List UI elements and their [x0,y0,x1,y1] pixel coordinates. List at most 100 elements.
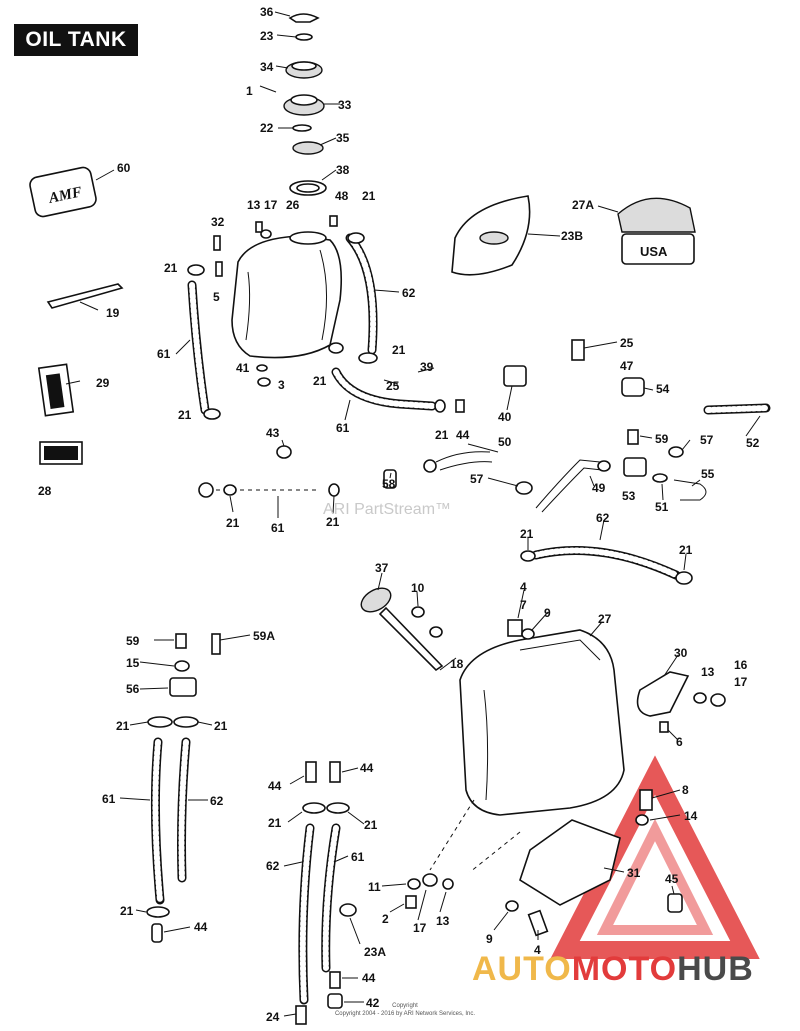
callout: 11 [368,880,381,894]
callout: 24 [266,1010,280,1024]
diagram-title: OIL TANK [14,24,138,56]
lower-left-hoses [146,633,221,943]
callout: 62 [266,859,280,873]
callout: 13 [701,665,715,679]
callout: 28 [38,484,52,498]
callout: 53 [622,489,636,503]
callout: 23B [561,229,583,243]
upper-hoses [187,232,446,420]
callout: 18 [450,657,464,671]
callout: 29 [96,376,110,390]
callout: 57 [700,433,714,447]
callout: 37 [375,561,389,575]
callout: 5 [213,290,220,304]
callout: 15 [126,656,140,670]
callout: 32 [211,215,225,229]
callout: 21 [226,516,240,530]
callout: 21 [520,527,534,541]
callout: 3 [278,378,285,392]
callout: 39 [420,360,434,374]
leader-lines [65,11,761,1017]
callout: 23 [260,29,274,43]
callout-labels: 36 23 34 1 33 22 35 38 60 27A 13 17 26 4… [38,5,760,1024]
callout: 21 [364,818,378,832]
callout: 61 [271,521,285,535]
callout: 41 [236,361,250,375]
callout: 31 [627,866,641,880]
right-fittings [276,339,771,513]
callout: 61 [157,347,171,361]
dipstick [360,587,444,672]
brand-part-hub: HUB [677,950,754,988]
callout: 44 [360,761,374,775]
callout: 9 [544,606,551,620]
callout: 57 [470,472,484,486]
callout: 21 [313,374,327,388]
callout: 56 [126,682,140,696]
callout: 8 [682,783,689,797]
callout: 54 [656,382,670,396]
callout: 61 [102,792,116,806]
callout: 21 [178,408,192,422]
callout: 34 [260,60,274,74]
callout: 9 [486,932,493,946]
callout: 38 [336,163,350,177]
badges: AMF USA [29,166,696,465]
callout: 59A [253,629,275,643]
callout: 61 [336,421,350,435]
callout: 44 [456,428,470,442]
callout: 60 [117,161,131,175]
callout: 43 [266,426,280,440]
callout: 21 [435,428,449,442]
callout: 7 [520,598,527,612]
callout: 17 [734,675,748,689]
callout: 26 [286,198,300,212]
callout: 13 [247,198,261,212]
callout: 27A [572,198,594,212]
callout: 45 [665,872,679,886]
callout: 40 [498,410,512,424]
callout: 23A [364,945,386,959]
callout: 10 [411,581,425,595]
brand-part-moto: MOTO [571,950,678,988]
callout: 30 [674,646,688,660]
callout: 19 [106,306,120,320]
callout: 21 [268,816,282,830]
brand-part-auto: AUTO [472,950,572,988]
callout: 17 [413,921,427,935]
callout: 62 [210,794,224,808]
callout: 21 [362,189,376,203]
callout: 4 [534,943,541,957]
callout: 44 [194,920,208,934]
callout: 21 [392,343,406,357]
callout: 36 [260,5,274,19]
callout: 27 [598,612,612,626]
callout: 47 [620,359,634,373]
callout: 14 [684,809,698,823]
callout: 59 [655,432,669,446]
callout: 1 [246,84,253,98]
callout: 62 [402,286,416,300]
callout: 21 [214,719,228,733]
callout: 21 [326,515,340,529]
callout: 59 [126,634,140,648]
callout: 51 [655,500,669,514]
callout: 62 [596,511,610,525]
copyright-notice: Copyright Copyright 2004 - 2016 by ARI N… [330,1002,480,1018]
callout: 42 [366,996,380,1010]
small-hardware-left [46,221,272,387]
copyright-line-2: Copyright 2004 - 2016 by ARI Network Ser… [334,1011,476,1017]
callout: 21 [679,543,693,557]
callout: 49 [592,481,606,495]
callout: 22 [260,121,274,135]
callout: 17 [264,198,278,212]
upper-oil-tank [231,215,343,359]
callout: 58 [382,477,396,491]
copyright-line-1: Copyright [392,1003,418,1009]
callout: 48 [335,189,349,203]
callout: 61 [351,850,365,864]
amf-badge-text: AMF [47,184,84,207]
callout: 25 [620,336,634,350]
callout: 35 [336,131,350,145]
callout: 4 [520,580,527,594]
